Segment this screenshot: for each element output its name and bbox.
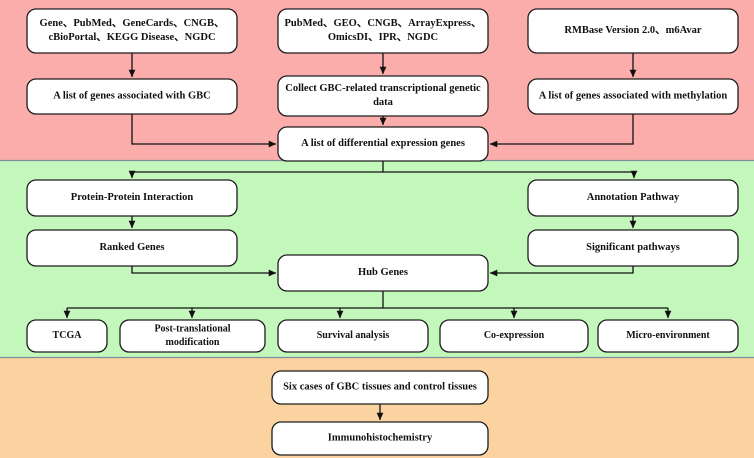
node-differential-expression-genes: A list of differential expression genes bbox=[277, 126, 489, 162]
node-ranked-genes-label: Ranked Genes bbox=[99, 242, 164, 253]
node-protein-protein-interaction: Protein-Protein Interaction bbox=[26, 179, 238, 217]
node-annotation-pathway-box bbox=[527, 179, 739, 217]
node-tcga-label: TCGA bbox=[53, 330, 83, 341]
node-immunohistochemistry-line-1: Immunohistochemistry bbox=[328, 433, 433, 444]
node-hub-genes-label: Hub Genes bbox=[358, 267, 408, 278]
node-survival-analysis: Survival analysis bbox=[277, 319, 429, 353]
node-transcriptome-databases-line-1: PubMed、GEO、CNGB、ArrayExpress、 bbox=[285, 18, 482, 29]
node-methylation-gene-list-label: A list of genes associated with methylat… bbox=[539, 91, 728, 102]
flow-nodes: Gene、PubMed、GeneCards、CNGB、 cBioPortal、KE… bbox=[26, 8, 739, 456]
node-gbc-transcriptional-data: Collect GBC-related transcriptional gene… bbox=[277, 75, 489, 117]
node-gene-databases: Gene、PubMed、GeneCards、CNGB、 cBioPortal、KE… bbox=[26, 8, 238, 54]
node-gbc-gene-list-label: A list of genes associated with GBC bbox=[53, 91, 211, 102]
edge-ranked-genes-to-hub-genes bbox=[131, 266, 277, 277]
node-transcriptome-databases-label: PubMed、GEO、CNGB、ArrayExpress、 OmicsDI、IPR… bbox=[285, 18, 482, 43]
node-methylation-gene-list: A list of genes associated with methylat… bbox=[527, 78, 739, 115]
node-significant-pathways: Significant pathways bbox=[527, 229, 739, 267]
node-gene-databases-label: Gene、PubMed、GeneCards、CNGB、 cBioPortal、KE… bbox=[40, 18, 225, 43]
node-methylation-databases-line-1: RMBase Version 2.0、m6Avar bbox=[564, 25, 702, 36]
node-protein-protein-interaction-label: Protein-Protein Interaction bbox=[71, 192, 194, 203]
node-gbc-gene-list-line-1: A list of genes associated with GBC bbox=[53, 91, 211, 102]
node-hub-genes-line-1: Hub Genes bbox=[358, 267, 408, 278]
node-ranked-genes: Ranked Genes bbox=[26, 229, 238, 267]
node-methylation-databases: RMBase Version 2.0、m6Avar bbox=[527, 8, 739, 54]
node-differential-expression-genes-line-1: A list of differential expression genes bbox=[301, 138, 465, 149]
node-methylation-databases-label: RMBase Version 2.0、m6Avar bbox=[564, 25, 702, 36]
node-protein-protein-interaction-line-1: Protein-Protein Interaction bbox=[71, 192, 194, 203]
node-gbc-transcriptional-data-line-2: data bbox=[373, 97, 394, 108]
edge-methylation-gene-list-to-deg bbox=[489, 114, 634, 148]
node-transcriptome-databases: PubMed、GEO、CNGB、ArrayExpress、 OmicsDI、IPR… bbox=[277, 8, 489, 54]
edge-connectors bbox=[63, 53, 672, 421]
node-annotation-pathway: Annotation Pathway bbox=[527, 179, 739, 217]
node-transcriptome-databases-box bbox=[277, 8, 489, 54]
edge-gbc-gene-list-to-deg bbox=[131, 114, 277, 148]
node-survival-analysis-box bbox=[277, 319, 429, 353]
node-tcga-line-1: TCGA bbox=[53, 330, 83, 341]
node-co-expression-line-1: Co-expression bbox=[484, 330, 545, 341]
node-post-translational-modification-box bbox=[119, 319, 266, 353]
node-ranked-genes-box bbox=[26, 229, 238, 267]
node-post-translational-modification-line-2: modification bbox=[166, 337, 220, 348]
node-immunohistochemistry: Immunohistochemistry bbox=[271, 421, 489, 456]
node-gene-databases-box bbox=[26, 8, 238, 54]
node-six-cases-tissues-line-1: Six cases of GBC tissues and control tis… bbox=[283, 382, 477, 393]
node-hub-genes: Hub Genes bbox=[277, 254, 489, 292]
node-significant-pathways-label: Significant pathways bbox=[586, 242, 680, 253]
node-differential-expression-genes-label: A list of differential expression genes bbox=[301, 138, 465, 149]
node-differential-expression-genes-box bbox=[277, 126, 489, 162]
node-gene-databases-line-1: Gene、PubMed、GeneCards、CNGB、 bbox=[40, 18, 225, 29]
node-gbc-gene-list-box bbox=[26, 78, 238, 115]
node-survival-analysis-label: Survival analysis bbox=[317, 330, 390, 341]
node-gbc-gene-list: A list of genes associated with GBC bbox=[26, 78, 238, 115]
node-gbc-transcriptional-data-line-1: Collect GBC-related transcriptional gene… bbox=[285, 83, 481, 94]
node-micro-environment: Micro-environment bbox=[597, 319, 739, 353]
node-significant-pathways-box bbox=[527, 229, 739, 267]
node-co-expression-box bbox=[439, 319, 589, 353]
node-post-translational-modification-line-1: Post-translational bbox=[154, 324, 230, 335]
node-methylation-gene-list-box bbox=[527, 78, 739, 115]
node-gene-databases-line-2: cBioPortal、KEGG Disease、NGDC bbox=[48, 32, 215, 43]
node-survival-analysis-line-1: Survival analysis bbox=[317, 330, 390, 341]
node-immunohistochemistry-box bbox=[271, 421, 489, 456]
node-immunohistochemistry-label: Immunohistochemistry bbox=[328, 433, 433, 444]
node-six-cases-tissues-label: Six cases of GBC tissues and control tis… bbox=[283, 382, 477, 393]
node-transcriptome-databases-line-2: OmicsDI、IPR、NGDC bbox=[328, 32, 438, 43]
node-gbc-transcriptional-data-box bbox=[277, 75, 489, 117]
node-protein-protein-interaction-box bbox=[26, 179, 238, 217]
edge-significant-pathways-to-hub-genes bbox=[489, 266, 634, 277]
node-six-cases-tissues-box bbox=[271, 370, 489, 405]
node-co-expression-label: Co-expression bbox=[484, 330, 545, 341]
node-ranked-genes-line-1: Ranked Genes bbox=[99, 242, 164, 253]
node-methylation-databases-box bbox=[527, 8, 739, 54]
node-hub-genes-box bbox=[277, 254, 489, 292]
node-tcga: TCGA bbox=[26, 319, 108, 353]
node-co-expression: Co-expression bbox=[439, 319, 589, 353]
node-annotation-pathway-label: Annotation Pathway bbox=[587, 192, 680, 203]
node-micro-environment-line-1: Micro-environment bbox=[626, 330, 710, 341]
node-significant-pathways-line-1: Significant pathways bbox=[586, 242, 680, 253]
node-gbc-transcriptional-data-label: Collect GBC-related transcriptional gene… bbox=[285, 83, 481, 108]
node-post-translational-modification-label: Post-translational modification bbox=[154, 324, 230, 349]
node-annotation-pathway-line-1: Annotation Pathway bbox=[587, 192, 680, 203]
node-post-translational-modification: Post-translational modification bbox=[119, 319, 266, 353]
node-tcga-box bbox=[26, 319, 108, 353]
node-six-cases-tissues: Six cases of GBC tissues and control tis… bbox=[271, 370, 489, 405]
node-methylation-gene-list-line-1: A list of genes associated with methylat… bbox=[539, 91, 728, 102]
node-micro-environment-box bbox=[597, 319, 739, 353]
node-micro-environment-label: Micro-environment bbox=[626, 330, 710, 341]
